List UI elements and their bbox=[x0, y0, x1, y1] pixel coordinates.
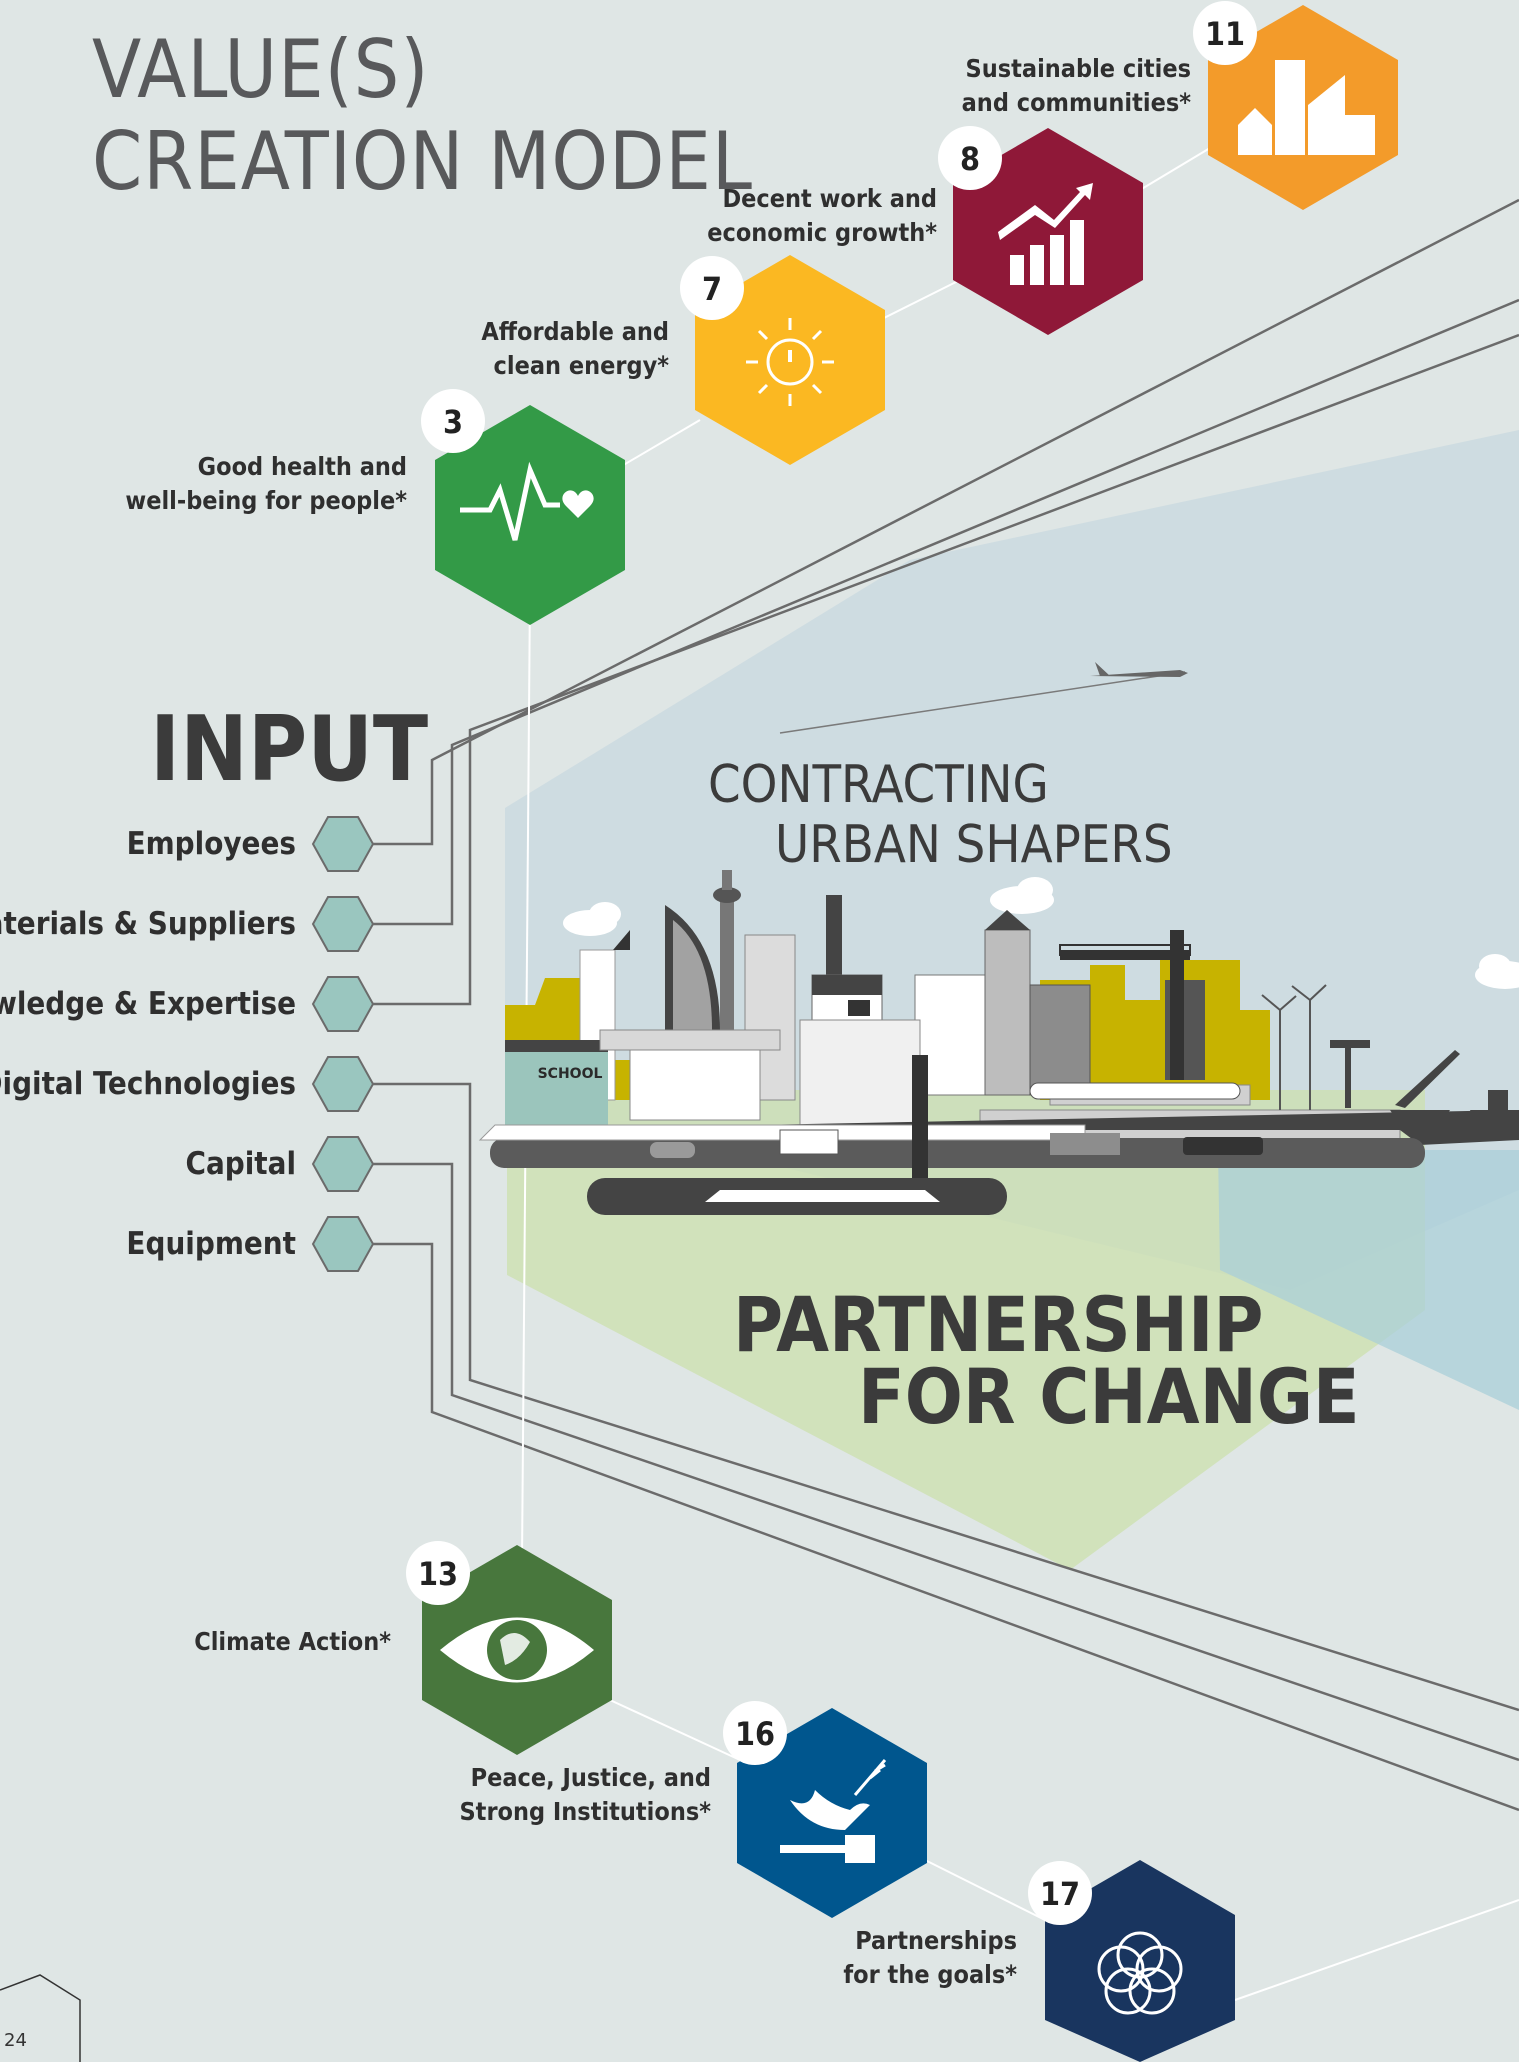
page-number: 24 bbox=[4, 2030, 27, 2051]
wind-turbines bbox=[1261, 984, 1327, 1110]
input-label-equipment: Equipment bbox=[126, 1226, 296, 1262]
city-buildings-icon bbox=[1238, 60, 1375, 155]
sdg-3-hexagon: 3 bbox=[421, 389, 625, 625]
vehicles bbox=[650, 1082, 1263, 1158]
svg-text:11: 11 bbox=[1205, 15, 1245, 53]
input-heading: INPUT bbox=[150, 697, 429, 802]
sdg-13-hexagon: 13 bbox=[406, 1541, 612, 1755]
input-label-digital-technologies: Digital Technologies bbox=[0, 1066, 296, 1102]
title-line-2: CREATION MODEL bbox=[92, 115, 753, 208]
city-title-line-2: URBAN SHAPERS bbox=[775, 815, 1173, 875]
heartbeat-icon bbox=[460, 461, 560, 541]
clouds bbox=[563, 877, 1519, 989]
input-hex-digital bbox=[311, 1056, 375, 1112]
input-label-knowledge-expertise: Knowledge & Expertise bbox=[0, 986, 296, 1022]
input-hex-capital bbox=[311, 1136, 375, 1192]
cloud-icon bbox=[1475, 954, 1519, 989]
input-hex-materials bbox=[311, 896, 375, 952]
sdg-16-hexagon: 16 bbox=[723, 1701, 927, 1918]
page-corner-hexagon bbox=[0, 1974, 81, 2062]
cloud-icon bbox=[990, 877, 1054, 914]
title-line-1: VALUE(S) bbox=[92, 23, 430, 116]
underground-train bbox=[705, 1190, 940, 1202]
svg-text:7: 7 bbox=[702, 270, 722, 308]
sdg-11-hexagon: 11 bbox=[1193, 1, 1398, 210]
input-label-employees: Employees bbox=[126, 826, 296, 862]
city-skyline-illustration: H bbox=[478, 870, 1519, 1215]
sdg-8-hexagon: 8 bbox=[938, 126, 1143, 335]
svg-text:13: 13 bbox=[418, 1555, 458, 1593]
partnership-line-1: PARTNERSHIP bbox=[733, 1280, 1264, 1369]
input-hex-employees bbox=[311, 816, 375, 872]
sdg-hexagons: 3 7 8 11 bbox=[406, 1, 1398, 2062]
city-title-line-1: CONTRACTING bbox=[708, 755, 1049, 815]
input-hex-equipment bbox=[311, 1216, 375, 1272]
svg-text:3: 3 bbox=[443, 403, 463, 441]
teal-water-hexagon bbox=[1218, 1150, 1519, 1410]
city-street bbox=[490, 1138, 1425, 1168]
page-title: VALUE(S) CREATION MODEL bbox=[92, 24, 753, 208]
partnership-line-2: FOR CHANGE bbox=[858, 1352, 1360, 1441]
input-hex-icons bbox=[311, 816, 375, 1272]
cloud-icon bbox=[563, 902, 621, 936]
input-label-materials-suppliers: Materials & Suppliers bbox=[0, 906, 296, 942]
input-hex-knowledge bbox=[311, 976, 375, 1032]
sdg-17-hexagon: 17 bbox=[1028, 1860, 1235, 2062]
flower-rings-icon bbox=[1097, 1931, 1183, 2015]
svg-text:16: 16 bbox=[735, 1715, 775, 1753]
airplane-icon bbox=[779, 662, 1188, 734]
sdg-13-label: Climate Action* bbox=[194, 1627, 391, 1656]
svg-text:8: 8 bbox=[960, 140, 980, 178]
input-label-capital: Capital bbox=[185, 1146, 297, 1182]
input-flow-lines bbox=[373, 198, 1519, 1812]
dove-gavel-icon bbox=[780, 1759, 887, 1863]
sdg-7-hexagon: 7 bbox=[680, 255, 885, 465]
svg-text:17: 17 bbox=[1040, 1875, 1080, 1913]
sun-power-icon bbox=[746, 318, 834, 406]
growth-chart-icon bbox=[998, 183, 1093, 285]
school-sign: SCHOOL bbox=[538, 1066, 603, 1082]
